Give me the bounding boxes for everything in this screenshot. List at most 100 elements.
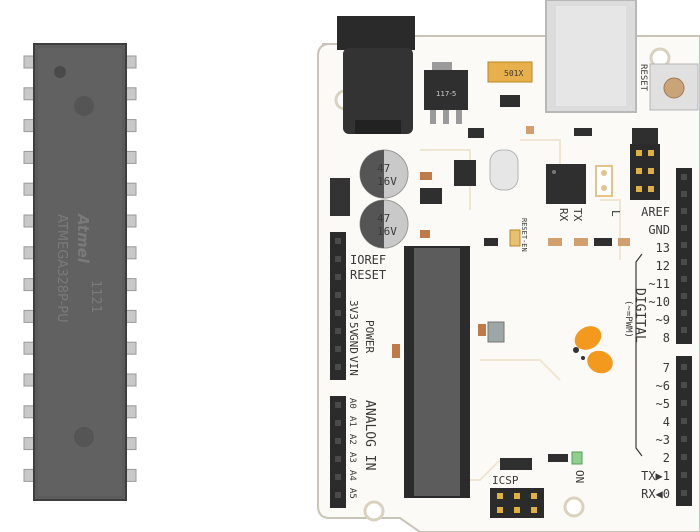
- tx-led-label: TX: [571, 208, 584, 222]
- reset-label: RESET: [638, 64, 648, 92]
- header-hole: [335, 474, 341, 480]
- pin-label-8: 8: [663, 331, 670, 345]
- pin-label-reset: RESET: [350, 268, 386, 282]
- regulator-label: 117-5: [436, 90, 456, 98]
- pin-label-tx1: TX▶1: [641, 469, 670, 483]
- rx-led-label: RX: [557, 208, 570, 222]
- pin-label-9: ~9: [656, 313, 670, 327]
- arduino-mascot-logo: [573, 326, 613, 374]
- atmega-chip: Atmel ATMEGA328P-PU 1121: [23, 43, 137, 501]
- pin-label-a3: A3: [347, 452, 357, 463]
- header-hole: [681, 418, 687, 424]
- pin-label-a5: A5: [347, 488, 357, 499]
- capacitor-2-value: 47: [377, 212, 390, 225]
- header-hole: [335, 310, 341, 316]
- pin-label-7: 7: [663, 361, 670, 375]
- header-hole: [681, 364, 687, 370]
- capacitor-2-voltage: 16V: [377, 225, 397, 238]
- small-header: [595, 165, 613, 197]
- chip-part-number: ATMEGA328P-PU: [54, 214, 69, 323]
- header-hole: [335, 274, 341, 280]
- icsp-header[interactable]: [490, 488, 544, 518]
- header-hole: [681, 293, 687, 299]
- power-header[interactable]: [330, 232, 346, 380]
- mount-hole: [363, 500, 385, 522]
- capacitor-1-value: 47: [377, 162, 390, 175]
- pin-label-a0: A0: [347, 398, 357, 409]
- arduino-board: RESET 501X 117-5: [317, 0, 700, 532]
- pin-label-5: ~5: [656, 397, 670, 411]
- pin-label-3: ~3: [656, 433, 670, 447]
- usb-connector: [545, 0, 637, 113]
- digital-bracket: [635, 253, 643, 457]
- reset-button[interactable]: [649, 63, 699, 111]
- header-hole: [335, 420, 341, 426]
- power-pin-labels: IOREF RESET: [350, 253, 386, 282]
- pin-label-3v3: 3V3: [347, 300, 360, 320]
- capacitor-1: 47 16V: [359, 149, 409, 199]
- header-hole: [335, 438, 341, 444]
- header-hole: [681, 400, 687, 406]
- header-hole: [335, 402, 341, 408]
- icsp-header-usb[interactable]: [630, 144, 660, 200]
- reset-en-jumper: RESET-EN: [509, 218, 528, 252]
- pin-label-12: 12: [656, 259, 670, 273]
- main-mcu: [404, 246, 470, 498]
- header-hole: [681, 242, 687, 248]
- pin-label-a2: A2: [347, 434, 357, 445]
- header-hole: [681, 225, 687, 231]
- header-hole: [681, 174, 687, 180]
- smd-components: [330, 95, 658, 470]
- icsp-label: ICSP: [492, 474, 519, 487]
- analog-in-label: ANALOG IN: [362, 400, 377, 470]
- pin-label-gnd-right: GND: [648, 223, 670, 237]
- pin-label-10: ~10: [648, 295, 670, 309]
- header-hole: [335, 346, 341, 352]
- pin-label-4: 4: [663, 415, 670, 429]
- header-hole: [335, 456, 341, 462]
- polyfuse: 501X: [487, 61, 533, 83]
- pin-label-gnd: GND: [347, 334, 360, 354]
- voltage-regulator: 117-5: [424, 62, 468, 124]
- pin-label-vin: VIN: [347, 356, 360, 376]
- reset-en-label: RESET-EN: [520, 218, 528, 252]
- header-hole: [681, 382, 687, 388]
- pin-label-aref: AREF: [641, 205, 670, 219]
- digital-label: DIGITAL: [632, 288, 647, 343]
- header-hole: [335, 364, 341, 370]
- pin-label-11: ~11: [648, 277, 670, 291]
- pin-label-a1: A1: [347, 416, 357, 427]
- header-hole: [681, 327, 687, 333]
- header-hole: [681, 472, 687, 478]
- capacitor-1-voltage: 16V: [377, 175, 397, 188]
- header-hole: [681, 454, 687, 460]
- header-hole: [335, 328, 341, 334]
- analog-header[interactable]: [330, 396, 346, 508]
- header-hole: [335, 256, 341, 262]
- header-hole: [681, 490, 687, 496]
- capacitor-2: 47 16V: [359, 199, 409, 249]
- header-hole: [681, 259, 687, 265]
- pin-label-2: 2: [663, 451, 670, 465]
- on-led-label: ON: [573, 470, 586, 483]
- pin-label-rx0: RX◀0: [641, 487, 670, 501]
- digital-header-bottom[interactable]: [676, 356, 692, 506]
- pwm-label: (~=PWM): [623, 300, 633, 338]
- header-hole: [335, 492, 341, 498]
- pin-label-6: ~6: [656, 379, 670, 393]
- header-hole: [681, 276, 687, 282]
- chip-date-code: 1121: [88, 280, 103, 313]
- header-hole: [335, 238, 341, 244]
- digital-header-top[interactable]: [676, 168, 692, 344]
- usb-interface-chip: [546, 164, 586, 204]
- pin1-dot: [54, 66, 66, 78]
- pin-label-ioref: IOREF: [350, 253, 386, 267]
- header-hole: [681, 310, 687, 316]
- fuse-label: 501X: [504, 69, 523, 78]
- header-hole: [335, 292, 341, 298]
- l-led-label: L: [609, 210, 622, 217]
- pin-label-5v: 5V: [347, 322, 360, 336]
- crystal-oscillator: [489, 149, 519, 191]
- header-hole: [681, 436, 687, 442]
